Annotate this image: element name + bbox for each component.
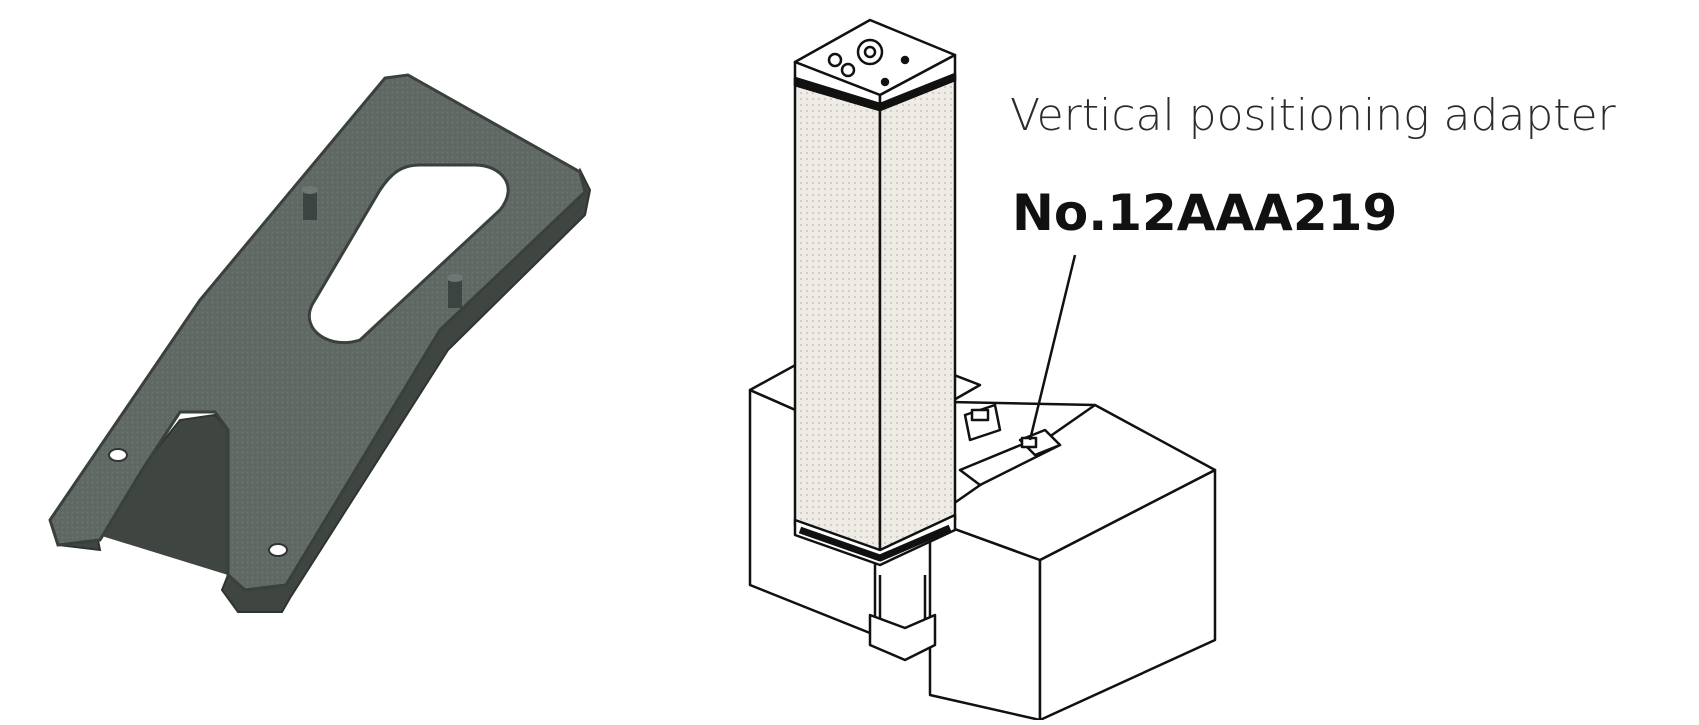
screw-hole-right: [268, 543, 288, 557]
plate-slot: [308, 163, 510, 345]
adapter-plate-photo: [48, 73, 592, 613]
screw-hole-left: [108, 448, 128, 462]
assembly-diagram: [748, 18, 1217, 722]
leader-line: [1028, 254, 1077, 441]
column-foot: [868, 575, 937, 662]
caption-name: Vertical positioning adapter: [1010, 90, 1617, 141]
base-block-right: [848, 335, 1217, 722]
locating-pin-left: [302, 186, 318, 220]
caption-part-number: No.12AAA219: [1012, 184, 1397, 242]
measuring-column: [793, 18, 957, 567]
locating-pin-right: [447, 274, 463, 308]
